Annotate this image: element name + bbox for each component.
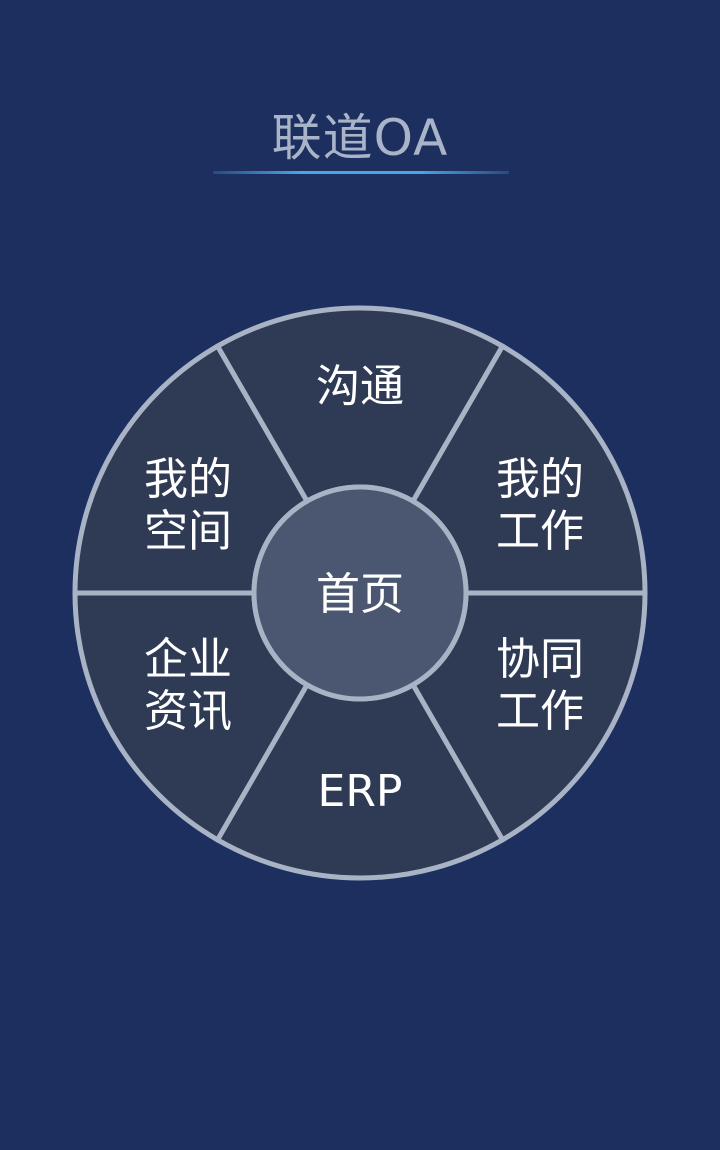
app-title: 联道OA (271, 109, 449, 167)
home-circle[interactable] (251, 484, 469, 702)
segment-label: 工作 (496, 686, 584, 737)
segment-label: 资讯 (144, 686, 232, 737)
segment-label: 协同 (496, 634, 584, 685)
segment-label: 空间 (144, 506, 232, 557)
menu-segment-communication[interactable]: 沟通 (214, 305, 506, 505)
title-divider (213, 171, 509, 174)
segment-label: ERP (318, 766, 403, 817)
segment-label: 工作 (496, 506, 584, 557)
segment-label: 我的 (144, 454, 232, 505)
segment-label: 沟通 (316, 361, 404, 412)
home-button[interactable]: 首页 (251, 484, 469, 702)
segment-label: 企业 (144, 634, 232, 685)
home-label: 首页 (316, 569, 404, 620)
segment-label: 我的 (496, 454, 584, 505)
menu-segment-erp[interactable]: ERP (214, 681, 506, 881)
